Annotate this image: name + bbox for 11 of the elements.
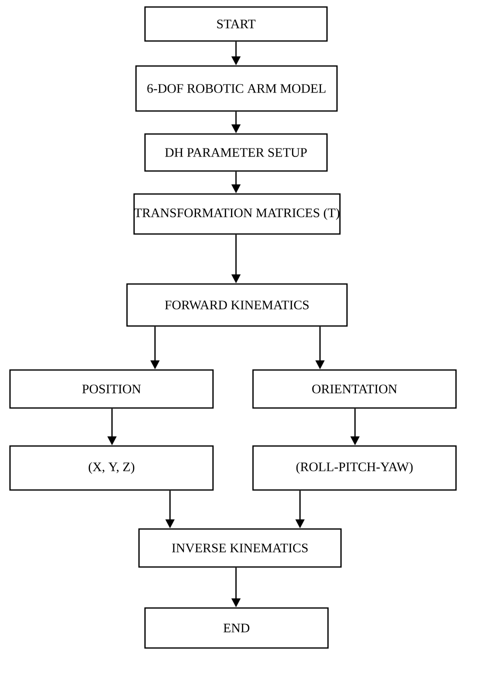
process-box: (X, Y, Z) xyxy=(9,445,214,491)
process-box: POSITION xyxy=(9,369,214,409)
process-box: START xyxy=(144,6,328,42)
process-box: INVERSE KINEMATICS xyxy=(138,528,342,568)
process-box: END xyxy=(144,607,329,649)
process-box: ORIENTATION xyxy=(252,369,457,409)
process-box: FORWARD KINEMATICS xyxy=(126,283,348,327)
process-box: 6-DOF ROBOTIC ARM MODEL xyxy=(135,65,338,112)
process-box: (ROLL-PITCH-YAW) xyxy=(252,445,457,491)
process-box: TRANSFORMATION MATRICES (T) xyxy=(133,193,341,235)
process-box: DH PARAMETER SETUP xyxy=(144,133,328,172)
